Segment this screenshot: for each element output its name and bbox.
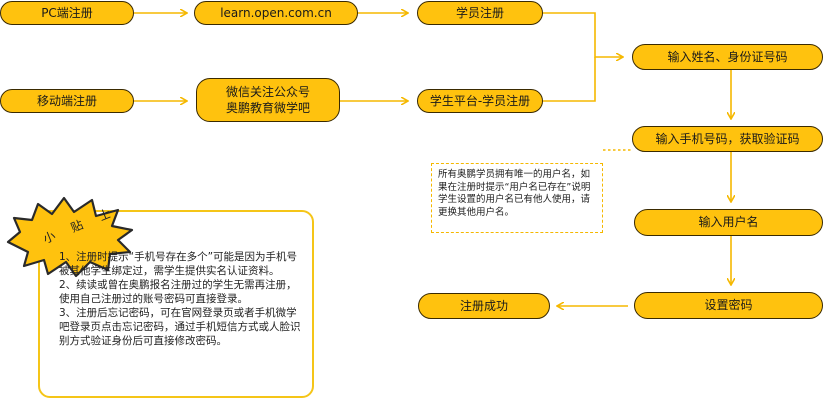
node-mobile-register: 移动端注册 — [0, 89, 134, 113]
tips-item-1: 1、注册时提示“手机号存在多个”可能是因为手机号被其他学生绑定过，需学生提供实名… — [59, 251, 298, 277]
tips-list: 1、注册时提示“手机号存在多个”可能是因为手机号被其他学生绑定过，需学生提供实名… — [59, 251, 305, 349]
tips-burst-icon — [6, 196, 134, 278]
node-enter-phone-label: 输入手机号码，获取验证码 — [655, 131, 800, 146]
node-student-platform: 学生平台-学员注册 — [417, 89, 543, 113]
node-student-register: 学员注册 — [417, 1, 543, 25]
node-register-success: 注册成功 — [418, 293, 550, 319]
node-set-password: 设置密码 — [634, 292, 823, 319]
node-wechat-line1: 微信关注公众号 — [225, 84, 310, 99]
arrow-register-to-name — [543, 12, 622, 57]
node-pc-register-label: PC端注册 — [41, 5, 93, 20]
node-enter-name: 输入姓名、身份证号码 — [632, 44, 823, 70]
node-pc-register: PC端注册 — [0, 1, 134, 25]
node-wechat-line2: 奥鹏教育微学吧 — [225, 101, 310, 115]
arrow-platform-to-name — [543, 57, 596, 102]
node-enter-phone: 输入手机号码，获取验证码 — [632, 126, 823, 152]
node-set-password-label: 设置密码 — [704, 298, 753, 313]
node-enter-username-label: 输入用户名 — [698, 215, 759, 230]
node-student-register-label: 学员注册 — [455, 5, 504, 20]
node-wechat: 微信关注公众号 奥鹏教育微学吧 — [196, 78, 340, 122]
tips-item-2: 2、续读或曾在奥鹏报名注册过的学生无需再注册，使用自己注册过的账号密码可直接登录… — [59, 278, 297, 305]
node-website: learn.open.com.cn — [194, 1, 358, 25]
node-website-label: learn.open.com.cn — [220, 5, 332, 20]
node-student-platform-label: 学生平台-学员注册 — [429, 93, 531, 108]
username-note-text: 所有奥鹏学员拥有唯一的用户名，如果在注册时提示“用户名已存在”说明学生设置的用户… — [438, 169, 591, 218]
tips-item-3: 3、注册后忘记密码，可在官网登录页或者手机微学吧登录页点击忘记密码，通过手机短信… — [59, 306, 301, 347]
node-mobile-register-label: 移动端注册 — [36, 93, 97, 108]
node-enter-username: 输入用户名 — [634, 209, 823, 236]
username-note: 所有奥鹏学员拥有唯一的用户名，如果在注册时提示“用户名已存在”说明学生设置的用户… — [431, 163, 603, 233]
node-enter-name-label: 输入姓名、身份证号码 — [667, 49, 788, 64]
node-register-success-label: 注册成功 — [459, 298, 508, 313]
